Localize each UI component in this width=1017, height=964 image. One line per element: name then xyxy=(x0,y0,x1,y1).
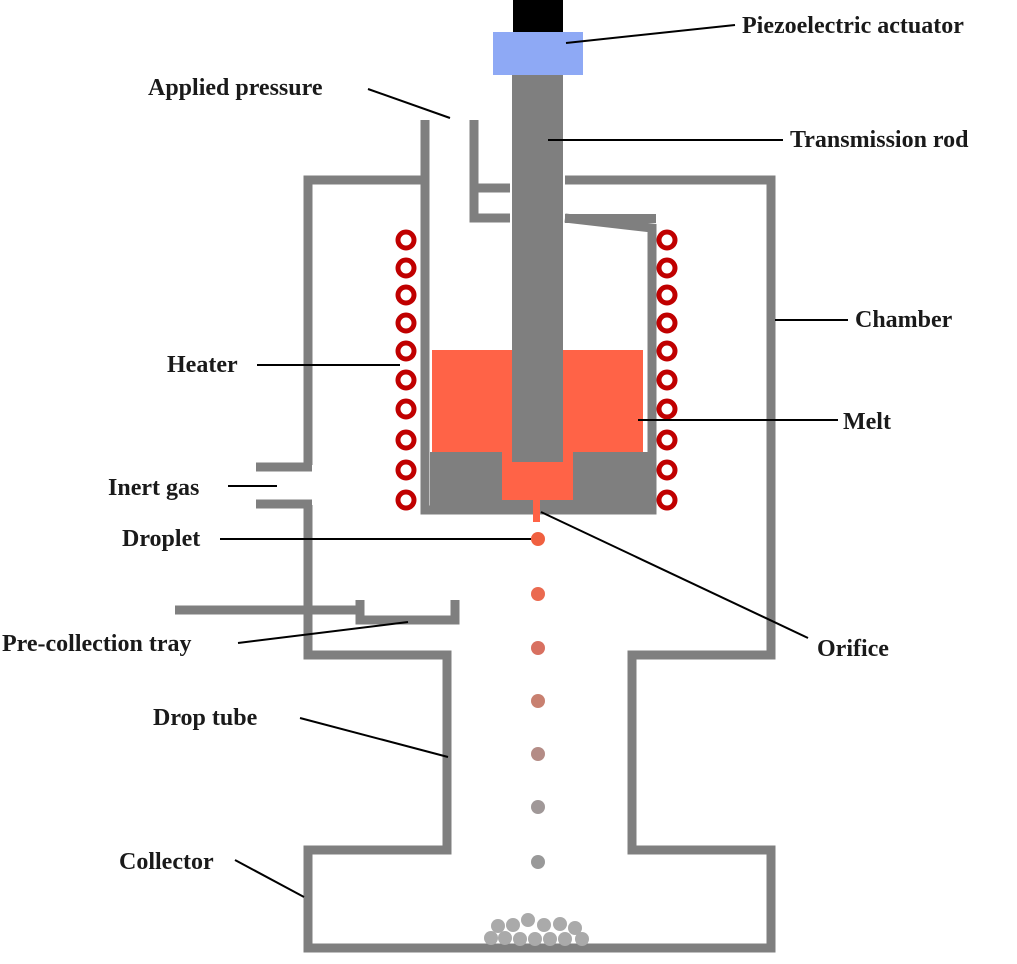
heater-coil xyxy=(395,229,417,251)
heater-coil xyxy=(395,284,417,306)
crucible-lid xyxy=(565,214,656,223)
heater-coil xyxy=(395,459,417,481)
label-piezoelectric-actuator: Piezoelectric actuator xyxy=(742,13,964,39)
particle xyxy=(506,918,520,932)
transmission-rod xyxy=(512,74,563,462)
leader-orifice xyxy=(540,511,809,639)
heater-coils-left xyxy=(395,229,417,511)
labels: Piezoelectric actuator Applied pressure … xyxy=(2,13,969,875)
label-chamber: Chamber xyxy=(855,307,953,333)
particle xyxy=(537,918,551,932)
leader-pre-collection-tray xyxy=(237,621,409,644)
droplet-3 xyxy=(531,641,545,655)
leader-lines xyxy=(220,24,848,898)
particle xyxy=(521,913,535,927)
heater-coil xyxy=(656,429,678,451)
particle xyxy=(513,932,527,946)
label-orifice: Orifice xyxy=(817,636,889,662)
heater-coil xyxy=(656,312,678,334)
heater-coils-right xyxy=(656,229,678,511)
label-inert-gas: Inert gas xyxy=(108,475,199,501)
particle xyxy=(528,932,542,946)
droplet-2 xyxy=(531,587,545,601)
heater-coil xyxy=(395,429,417,451)
particle xyxy=(543,932,557,946)
particle xyxy=(498,931,512,945)
piezoelectric-actuator xyxy=(493,32,583,75)
label-collector: Collector xyxy=(119,849,214,875)
droplet-5 xyxy=(531,747,545,761)
heater-coil xyxy=(395,257,417,279)
piezoelectric-actuator-cap xyxy=(513,0,563,32)
heater-coil xyxy=(395,489,417,511)
droplet-1 xyxy=(531,532,545,546)
heater-coil xyxy=(656,369,678,391)
particle xyxy=(553,917,567,931)
heater-coil xyxy=(656,398,678,420)
label-pre-collection-tray: Pre-collection tray xyxy=(2,631,191,657)
heater-coil xyxy=(656,340,678,362)
heater-coil xyxy=(656,459,678,481)
label-melt: Melt xyxy=(843,409,891,435)
droplet-4 xyxy=(531,694,545,708)
label-drop-tube: Drop tube xyxy=(153,705,258,731)
droplet-6 xyxy=(531,800,545,814)
particle xyxy=(558,932,572,946)
particle xyxy=(568,921,582,935)
heater-coil xyxy=(656,257,678,279)
orifice-stream xyxy=(533,500,540,522)
leader-applied-pressure xyxy=(367,88,451,119)
particle xyxy=(484,931,498,945)
label-applied-pressure: Applied pressure xyxy=(148,75,323,101)
heater-coil xyxy=(395,369,417,391)
leader-piezoelectric-actuator xyxy=(565,24,736,44)
heater-coil xyxy=(656,229,678,251)
label-heater: Heater xyxy=(167,352,238,378)
leader-collector xyxy=(234,859,305,898)
crucible-wall xyxy=(420,213,657,515)
particle xyxy=(575,932,589,946)
falling-droplets xyxy=(531,532,545,869)
heater-coil xyxy=(656,489,678,511)
chamber-wall xyxy=(303,175,776,953)
heater-coil xyxy=(656,284,678,306)
pre-collection-tray xyxy=(355,600,460,625)
heater-coil xyxy=(395,398,417,420)
collected-particles xyxy=(484,913,589,946)
heater-coil xyxy=(395,340,417,362)
particle xyxy=(491,919,505,933)
label-transmission-rod: Transmission rod xyxy=(790,127,969,153)
droplet-7 xyxy=(531,855,545,869)
heater-coil xyxy=(395,312,417,334)
pressure-inlet-wall-right xyxy=(469,120,510,223)
label-droplet: Droplet xyxy=(122,526,200,552)
leader-drop-tube xyxy=(299,717,449,758)
